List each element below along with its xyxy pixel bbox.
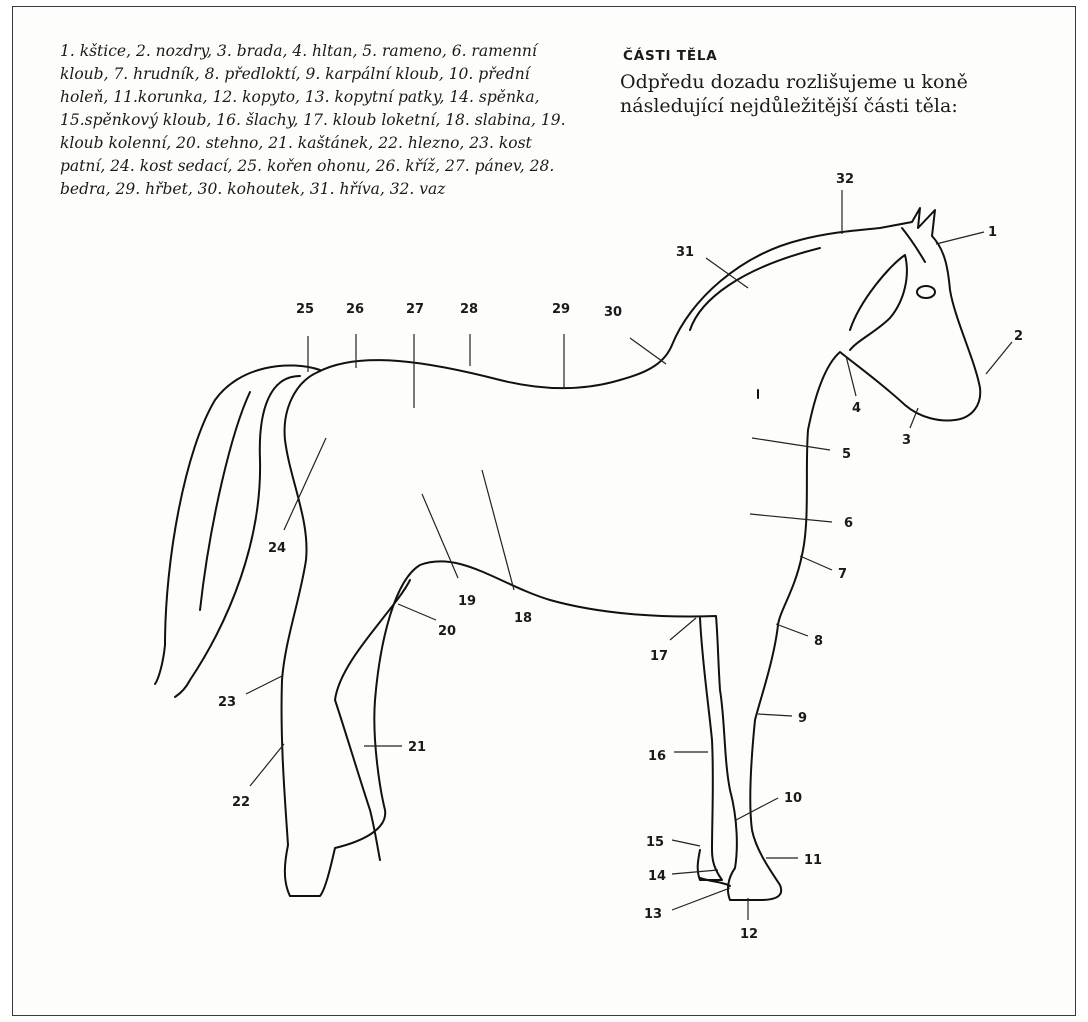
- tail-outline: [155, 365, 320, 684]
- label-15: 15: [646, 835, 664, 850]
- label-16: 16: [648, 749, 666, 764]
- label-25: 25: [296, 302, 314, 317]
- label-21: 21: [408, 740, 426, 755]
- label-14: 14: [648, 869, 666, 884]
- label-23: 23: [218, 695, 236, 710]
- label-20: 20: [438, 624, 456, 639]
- jaw-outline: [850, 255, 907, 350]
- label-4: 4: [852, 401, 861, 416]
- label-17: 17: [650, 649, 668, 664]
- label-7: 7: [838, 567, 847, 582]
- label-9: 9: [798, 711, 807, 726]
- label-29: 29: [552, 302, 570, 317]
- label-11: 11: [804, 853, 822, 868]
- label-30: 30: [604, 305, 622, 320]
- label-31: 31: [676, 245, 694, 260]
- leader-lines: [246, 190, 1012, 920]
- label-2: 2: [1014, 329, 1023, 344]
- hind-leg-far-outline: [335, 580, 410, 860]
- label-13: 13: [644, 907, 662, 922]
- label-26: 26: [346, 302, 364, 317]
- body-outline: [282, 208, 981, 900]
- label-6: 6: [844, 516, 853, 531]
- label-3: 3: [902, 433, 911, 448]
- tail-mid-outline: [200, 392, 250, 610]
- part-labels: 32 1 2 3 4 5 6 7 8 9 10 11 12 13 14 15 1…: [218, 172, 1023, 942]
- label-1: 1: [988, 225, 997, 240]
- label-28: 28: [460, 302, 478, 317]
- label-24: 24: [268, 541, 286, 556]
- label-32: 32: [836, 172, 854, 187]
- label-19: 19: [458, 594, 476, 609]
- label-18: 18: [514, 611, 532, 626]
- label-22: 22: [232, 795, 250, 810]
- label-10: 10: [784, 791, 802, 806]
- eye-icon: [917, 286, 935, 298]
- label-5: 5: [842, 447, 851, 462]
- label-27: 27: [406, 302, 424, 317]
- label-12: 12: [740, 927, 758, 942]
- label-8: 8: [814, 634, 823, 649]
